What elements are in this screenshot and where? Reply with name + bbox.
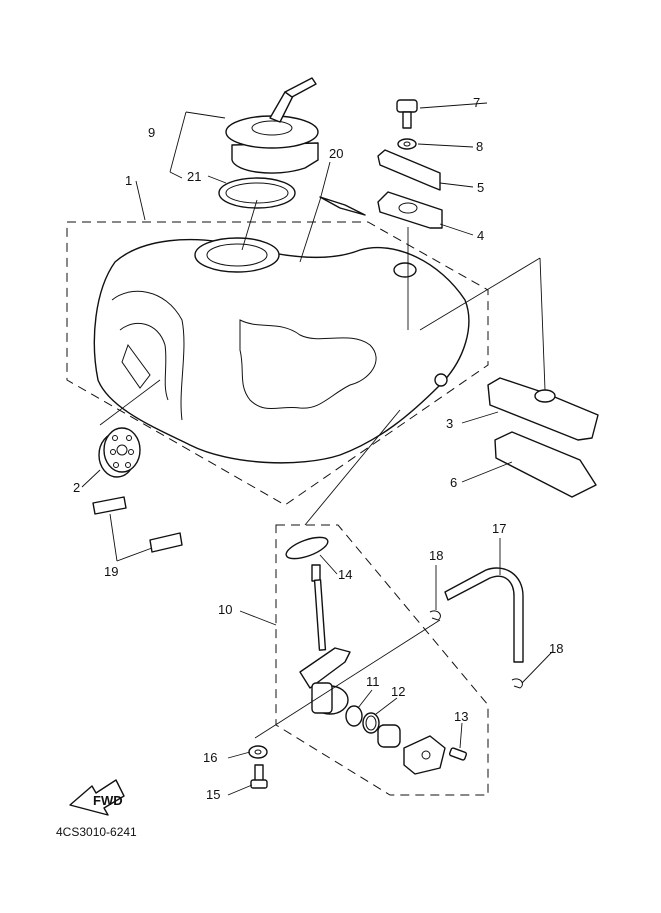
screw-13	[448, 747, 468, 761]
hose-clip-b	[511, 678, 523, 689]
callout-14: 14	[338, 567, 352, 582]
callout-19: 19	[104, 564, 118, 579]
bracket-damper	[377, 191, 443, 229]
tank-plate	[494, 431, 597, 498]
label-sticker-b	[149, 532, 183, 553]
tank-cap	[225, 77, 319, 174]
callout-21: 21	[187, 169, 201, 184]
callout-5: 5	[477, 180, 484, 195]
washer-16	[248, 745, 268, 759]
callout-6: 6	[450, 475, 457, 490]
rear-bracket	[487, 377, 599, 441]
hose-clip-a	[429, 610, 441, 621]
callout-1: 1	[125, 173, 132, 188]
label-sticker-a	[92, 496, 127, 515]
fwd-label: FWD	[93, 793, 123, 808]
callout-3: 3	[446, 416, 453, 431]
washer	[397, 138, 417, 150]
callout-17: 17	[492, 521, 506, 536]
fuel-tank	[93, 237, 470, 464]
fuel-hose	[444, 567, 524, 663]
callout-16: 16	[203, 750, 217, 765]
callout-12: 12	[391, 684, 405, 699]
catalog-code: 4CS3010-6241	[56, 825, 137, 839]
tank-pad	[319, 196, 366, 216]
bolt	[396, 99, 418, 129]
bolt-15	[250, 764, 268, 789]
tank-assembly-outline	[66, 221, 489, 506]
fwd-arrow-icon	[69, 779, 125, 816]
callout-20: 20	[329, 146, 343, 161]
tank-bracket	[377, 149, 441, 191]
callout-labels: 1 2 3 4 5 6 7 8 9 10 11 12 13 14 15 16 1…	[73, 95, 563, 802]
leader-lines	[81, 102, 553, 796]
callout-10: 10	[218, 602, 232, 617]
callout-11: 11	[366, 674, 380, 689]
callout-8: 8	[476, 139, 483, 154]
callout-4: 4	[477, 228, 484, 243]
callout-18a: 18	[429, 548, 443, 563]
fuel-cock-lever	[377, 724, 446, 775]
callout-15: 15	[206, 787, 220, 802]
fuel-cock	[299, 564, 351, 715]
callout-13: 13	[454, 709, 468, 724]
damper-rubber	[98, 427, 141, 478]
callout-18b: 18	[549, 641, 563, 656]
fuel-cock-seal	[345, 705, 363, 727]
callout-9: 9	[148, 125, 155, 140]
callout-7: 7	[473, 95, 480, 110]
callout-2: 2	[73, 480, 80, 495]
o-ring-14	[285, 536, 329, 560]
